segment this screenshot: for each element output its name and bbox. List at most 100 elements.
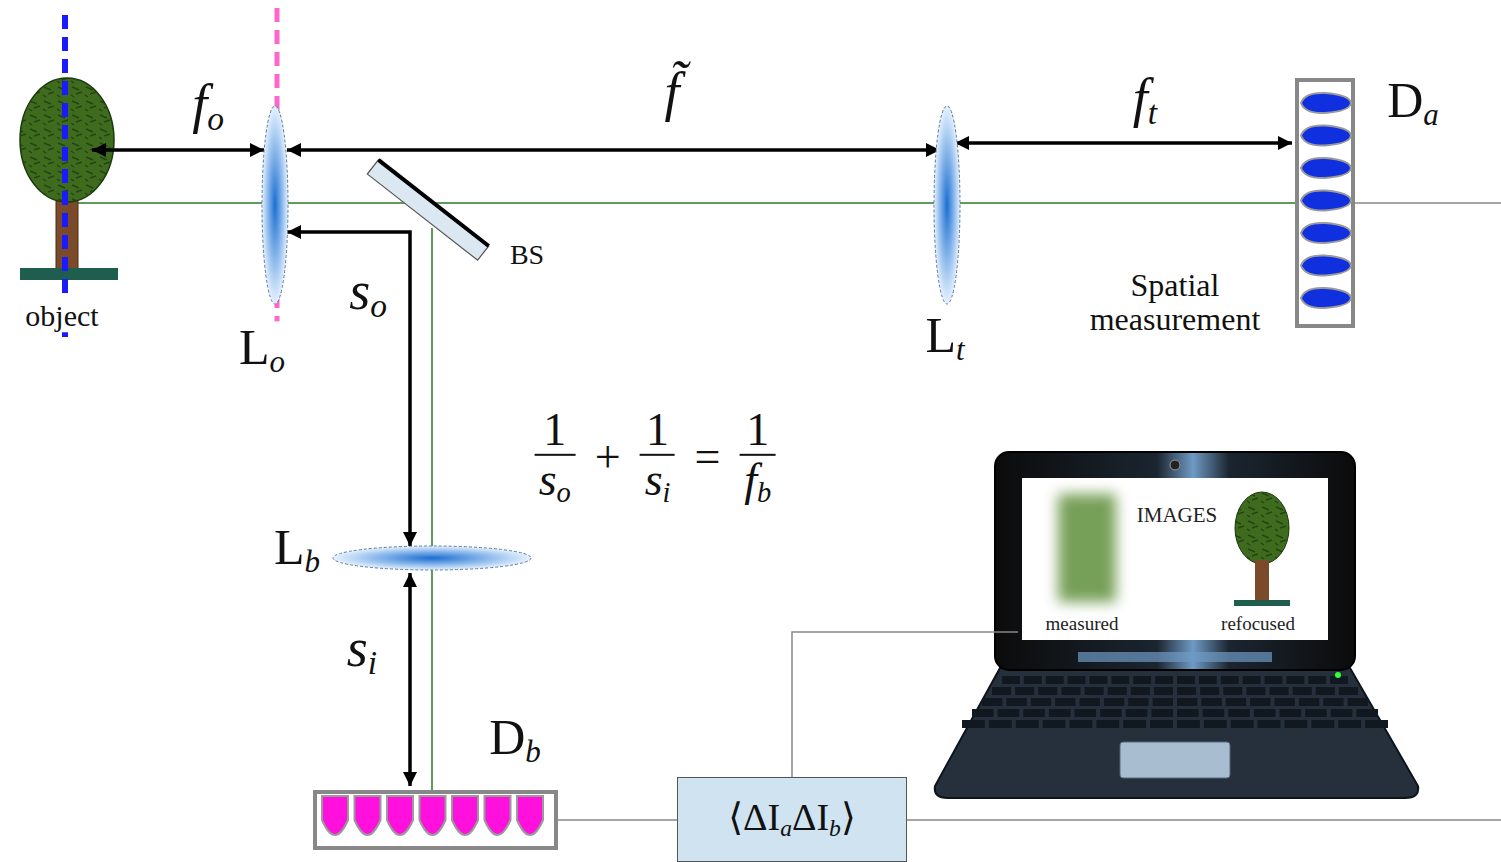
key — [1331, 709, 1353, 717]
key — [1075, 709, 1097, 717]
key — [1265, 676, 1283, 684]
key — [1068, 676, 1086, 684]
key — [1055, 698, 1075, 706]
text-run: t — [956, 332, 965, 367]
part-label: Db — [486, 711, 544, 768]
correlator-wire — [907, 819, 1501, 821]
text-run: s — [539, 454, 557, 505]
key — [1221, 676, 1239, 684]
key — [1199, 676, 1217, 684]
key — [1200, 687, 1219, 695]
dimension-arrow — [287, 148, 940, 152]
key — [1308, 676, 1326, 684]
text-run: s — [645, 454, 663, 505]
text-run: o — [370, 287, 387, 324]
numerator: 1 — [740, 406, 776, 454]
text-run: L — [274, 519, 305, 575]
dimension-arrow — [287, 232, 410, 546]
text-run: ⟨ΔI — [728, 796, 780, 838]
object-plane — [62, 15, 68, 345]
key — [1006, 698, 1026, 706]
screen-caption: measured — [1046, 614, 1119, 634]
key — [1016, 720, 1039, 728]
shape-outline — [313, 790, 558, 850]
pixel — [1301, 93, 1351, 113]
key — [1177, 709, 1199, 717]
text-run: f — [1133, 68, 1148, 128]
detector-array: Da — [1295, 78, 1355, 328]
key — [1031, 698, 1051, 706]
key — [1311, 720, 1334, 728]
text-run: f — [744, 454, 757, 505]
denominator: fb — [740, 454, 776, 508]
key — [1323, 698, 1343, 706]
key — [1250, 698, 1270, 706]
text-run: D — [1387, 72, 1423, 128]
key — [1096, 720, 1119, 728]
key — [1348, 698, 1368, 706]
key — [1070, 720, 1093, 728]
laptop — [935, 452, 1418, 798]
text-run: ⟩ — [841, 796, 856, 838]
key — [1223, 687, 1242, 695]
key — [1258, 720, 1281, 728]
dimension-arrow — [408, 573, 412, 786]
key — [1177, 687, 1196, 695]
key — [1243, 676, 1261, 684]
part-label: Lo — [236, 321, 288, 378]
text-run: D — [489, 709, 525, 765]
part-label: ⟨ΔIaΔIb⟩ — [728, 798, 855, 841]
text-run: o — [557, 477, 571, 508]
detector-wire — [1355, 202, 1501, 204]
key — [1203, 709, 1225, 717]
key — [1015, 687, 1034, 695]
text-run: ΔI — [792, 796, 829, 838]
dimension-arrow — [955, 141, 1292, 145]
text-run: b — [305, 544, 321, 579]
key — [1299, 698, 1319, 706]
pixel — [1301, 288, 1351, 308]
key — [1201, 698, 1221, 706]
pixel — [1301, 190, 1351, 210]
equation-term: 1fb — [740, 406, 776, 508]
key — [1275, 698, 1295, 706]
pixel — [322, 796, 348, 835]
key — [1108, 687, 1127, 695]
denominator: so — [534, 454, 575, 508]
key — [1254, 709, 1276, 717]
pixel — [1301, 223, 1351, 243]
pixel — [517, 796, 543, 835]
key — [1246, 687, 1265, 695]
pixel — [485, 796, 511, 835]
key — [1270, 687, 1289, 695]
key — [1100, 709, 1122, 717]
correlator-box: ⟨ΔIaΔIb⟩ — [677, 777, 907, 862]
key — [1080, 698, 1100, 706]
shape-outline — [332, 545, 532, 571]
beam-splitter — [367, 160, 488, 260]
equation-term: 1si — [640, 406, 675, 508]
lens-equation: 1so+1si=1fb — [529, 406, 782, 508]
text-run: a — [1423, 97, 1439, 132]
key — [1061, 687, 1080, 695]
key — [1204, 720, 1227, 728]
key — [1316, 687, 1335, 695]
key — [1133, 676, 1151, 684]
lens-shape — [934, 106, 960, 304]
pixel — [1301, 255, 1351, 275]
key — [1085, 687, 1104, 695]
signal-wire — [558, 819, 677, 821]
key — [1228, 709, 1250, 717]
key — [1154, 687, 1173, 695]
annotation: object — [23, 300, 100, 332]
key — [1131, 687, 1150, 695]
part-label: Da — [1384, 74, 1442, 131]
key — [1231, 720, 1254, 728]
text-run: b — [757, 477, 771, 508]
key — [962, 720, 985, 728]
shape-outline — [933, 105, 961, 305]
lens-shape — [333, 546, 531, 570]
lens: Lt — [933, 105, 961, 305]
key — [1128, 698, 1148, 706]
pixel — [387, 796, 413, 835]
